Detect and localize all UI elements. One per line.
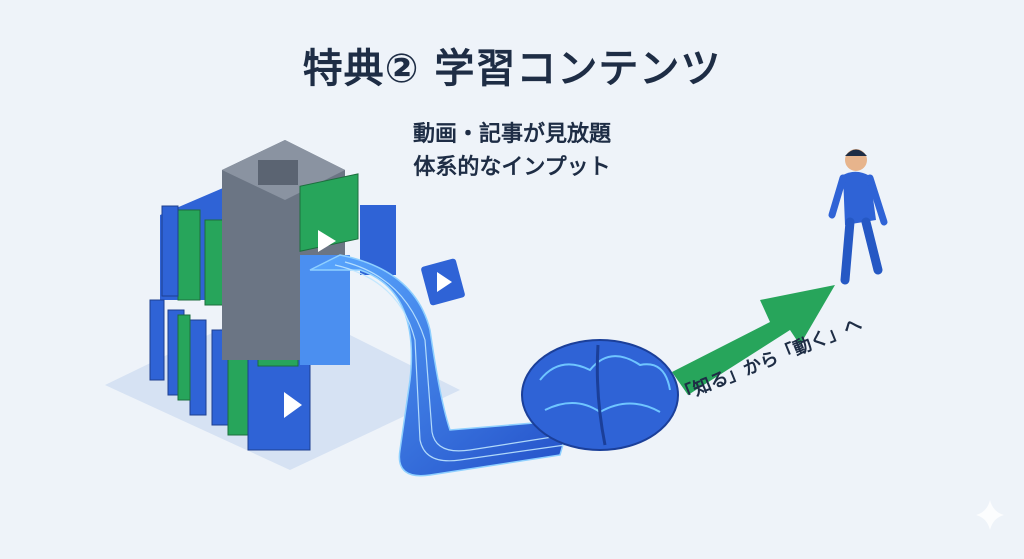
brain	[521, 339, 679, 451]
play-icon	[318, 230, 336, 252]
play-icon	[284, 392, 302, 418]
content-tower	[222, 140, 396, 365]
subtitle-line-1: 動画・記事が見放題	[412, 122, 611, 147]
page-title: 特典② 学習コンテンツ	[302, 46, 722, 92]
subtitle-line-2: 体系的なインプット	[413, 155, 611, 180]
play-icon	[437, 272, 452, 292]
walking-person	[828, 149, 888, 285]
sparkle-icon	[976, 500, 1004, 530]
growth-arrow	[672, 285, 835, 395]
data-flow-stream	[309, 254, 572, 477]
